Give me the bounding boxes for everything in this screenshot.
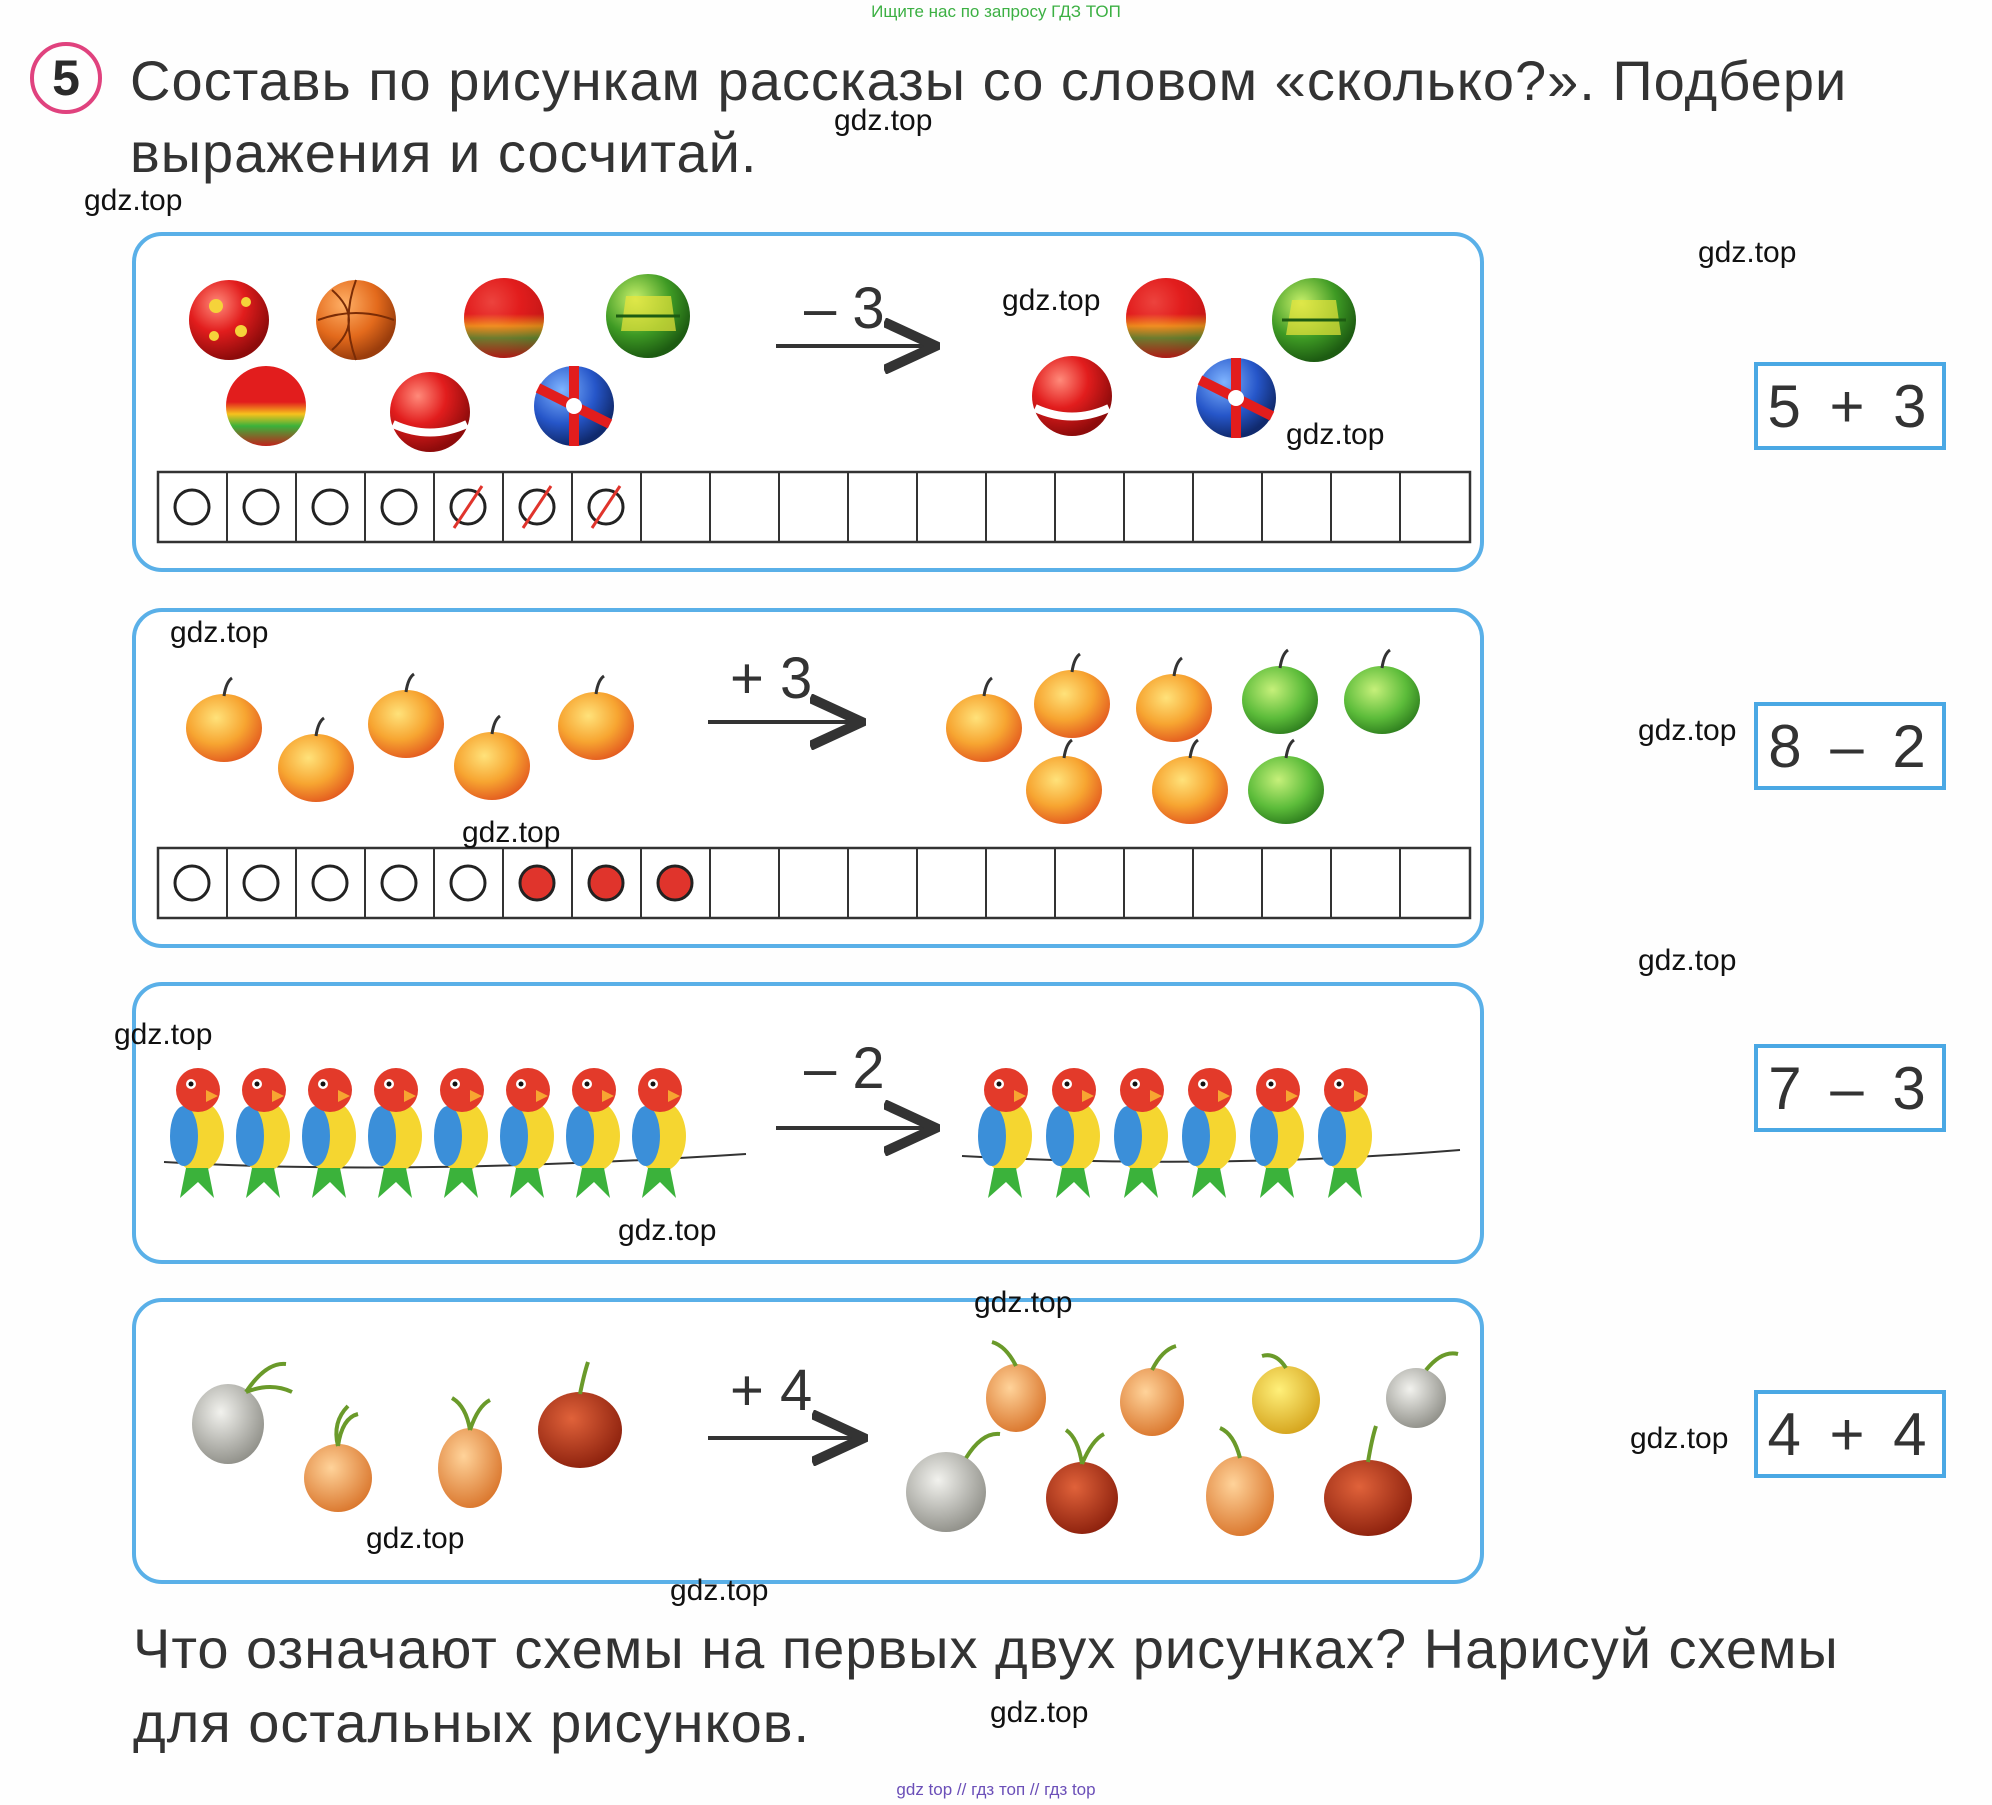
onion-icon <box>304 1404 372 1512</box>
onion-icon <box>1120 1344 1184 1436</box>
watermark: gdz.top <box>1638 714 1737 747</box>
top-banner[interactable]: Ищите нас по запросу ГДЗ ТОП <box>871 2 1121 21</box>
onions-illustration: + 4 <box>192 1340 1459 1536</box>
apple-icon <box>1034 652 1110 738</box>
footer-line-2: для остальных рисунков. <box>133 1691 811 1754</box>
scheme-strip <box>156 470 1472 544</box>
watermark: gdz.top <box>618 1214 717 1247</box>
ball-red-striped <box>1126 278 1206 358</box>
parrot-icon <box>368 1068 422 1198</box>
panel-parrots: – 2 <box>132 982 1484 1264</box>
parrot-icon <box>1114 1068 1168 1198</box>
ball-green-turtle <box>606 274 690 358</box>
apple-icon <box>1026 738 1102 824</box>
expression-box-4: 4 + 4 <box>1754 1390 1946 1478</box>
expression-box-2: 8 – 2 <box>1754 702 1946 790</box>
onion-icon <box>1046 1428 1118 1534</box>
onion-icon <box>438 1396 502 1508</box>
watermark: gdz.top <box>990 1696 1089 1729</box>
bottom-banner[interactable]: gdz top // гдз топ // гдз top <box>896 1780 1096 1799</box>
green-apple-icon <box>1242 648 1318 734</box>
watermark: gdz.top <box>366 1522 465 1555</box>
expression-box-3: 7 – 3 <box>1754 1044 1946 1132</box>
watermark: gdz.top <box>974 1286 1073 1319</box>
onion-icon <box>1206 1426 1274 1536</box>
parrots-illustration: – 2 <box>163 1036 1461 1198</box>
operation-label: – 2 <box>804 1036 885 1101</box>
onion-icon <box>1252 1353 1320 1434</box>
panel-apples: + 3 <box>132 608 1484 948</box>
task-heading: Составь по рисункам рассказы со словом «… <box>130 45 1960 189</box>
apple-icon <box>454 714 530 800</box>
onion-icon <box>906 1431 1001 1532</box>
parrot-icon <box>236 1068 290 1198</box>
apple-icon <box>1136 656 1212 742</box>
apple-icon <box>1152 738 1228 824</box>
ball-red-striped <box>464 278 544 358</box>
watermark: gdz.top <box>462 816 561 849</box>
parrot-icon <box>632 1068 686 1198</box>
onion-icon <box>986 1340 1046 1432</box>
parrot-icon <box>500 1068 554 1198</box>
ball-red-dotted <box>189 280 269 360</box>
apple-icon <box>186 676 262 762</box>
apples-illustration: + 3 <box>156 646 1472 920</box>
footer-line-1: Что означают схемы на первых двух рисунк… <box>133 1617 1839 1680</box>
onion-icon <box>1386 1351 1459 1428</box>
operation-label: + 3 <box>730 646 812 711</box>
watermark: gdz.top <box>170 616 269 649</box>
footer-question: Что означают схемы на первых двух рисунк… <box>133 1612 1963 1760</box>
parrot-icon <box>1318 1068 1372 1198</box>
watermark: gdz.top <box>1286 418 1385 451</box>
apple-icon <box>278 716 354 802</box>
balls-illustration: – 3 <box>156 274 1472 544</box>
green-apple-icon <box>1344 648 1420 734</box>
ball-rainbow <box>226 366 306 446</box>
onion-icon <box>1324 1425 1412 1536</box>
watermark: gdz.top <box>1630 1422 1729 1455</box>
watermark: gdz.top <box>1002 284 1101 317</box>
ball-red-white-stripe <box>390 372 470 452</box>
scheme-strip <box>156 846 1472 920</box>
onion-icon <box>538 1361 622 1468</box>
parrot-icon <box>978 1068 1032 1198</box>
apple-icon <box>558 674 634 760</box>
heading-line-2: выражения и сосчитай. <box>130 121 758 184</box>
ball-red-white-stripe <box>1032 356 1112 436</box>
watermark: gdz.top <box>84 184 183 217</box>
parrot-icon <box>566 1068 620 1198</box>
watermark: gdz.top <box>834 104 933 137</box>
ball-blue-red <box>1196 358 1276 438</box>
parrot-icon <box>302 1068 356 1198</box>
apple-icon <box>368 672 444 758</box>
apple-icon <box>946 676 1022 762</box>
heading-line-1: Составь по рисункам рассказы со словом «… <box>130 49 1848 112</box>
operation-label: + 4 <box>730 1358 812 1423</box>
parrot-icon <box>1250 1068 1304 1198</box>
green-apple-icon <box>1248 738 1324 824</box>
parrot-icon <box>434 1068 488 1198</box>
onion-icon <box>192 1361 293 1464</box>
watermark: gdz.top <box>1698 236 1797 269</box>
ball-blue-red <box>534 366 614 446</box>
ball-green-turtle <box>1272 278 1356 362</box>
panel-onions: + 4 <box>132 1298 1484 1584</box>
parrot-icon <box>170 1068 224 1198</box>
panel-balls: – 3 <box>132 232 1484 572</box>
watermark: gdz.top <box>670 1574 769 1607</box>
operation-label: – 3 <box>804 276 885 341</box>
ball-basketball <box>316 279 396 361</box>
parrot-icon <box>1046 1068 1100 1198</box>
expression-box-1: 5 + 3 <box>1754 362 1946 450</box>
watermark: gdz.top <box>114 1018 213 1051</box>
parrot-icon <box>1182 1068 1236 1198</box>
task-number-badge: 5 <box>30 42 102 114</box>
watermark: gdz.top <box>1638 944 1737 977</box>
